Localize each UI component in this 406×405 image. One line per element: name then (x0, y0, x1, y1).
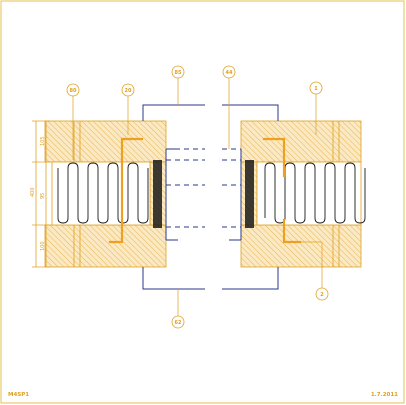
svg-text:2: 2 (320, 292, 324, 298)
left-insulation-coil (57, 160, 162, 228)
left-anchor (108, 96, 144, 244)
callout-85: 85 (171, 65, 185, 79)
callout-1: 1 (309, 81, 323, 95)
svg-text:85: 85 (175, 70, 182, 76)
callout-20: 20 (121, 83, 135, 97)
dim-total: 400 (30, 187, 36, 197)
dim-bottom: 100 (40, 241, 46, 251)
drawing-date: 1.7.2011 (371, 392, 398, 398)
svg-text:62: 62 (175, 320, 182, 326)
dim-middle: 95 (40, 193, 46, 199)
dim-top: 105 (40, 136, 46, 146)
right-anchor (262, 92, 323, 288)
left-profile (142, 78, 205, 316)
svg-text:80: 80 (70, 88, 77, 94)
callout-80: 80 (66, 83, 80, 97)
dimension-chain: 105 95 100 400 (30, 120, 50, 268)
svg-text:20: 20 (125, 88, 132, 94)
right-profile (222, 78, 279, 290)
callout-62: 62 (171, 315, 185, 329)
right-wall (240, 120, 362, 268)
callout-44: 44 (222, 65, 236, 79)
right-insulation-coil (245, 160, 366, 228)
callout-2: 2 (315, 287, 329, 301)
svg-text:1: 1 (314, 86, 318, 92)
svg-text:44: 44 (226, 70, 233, 76)
drawing-code: M4SP1 (8, 392, 29, 398)
